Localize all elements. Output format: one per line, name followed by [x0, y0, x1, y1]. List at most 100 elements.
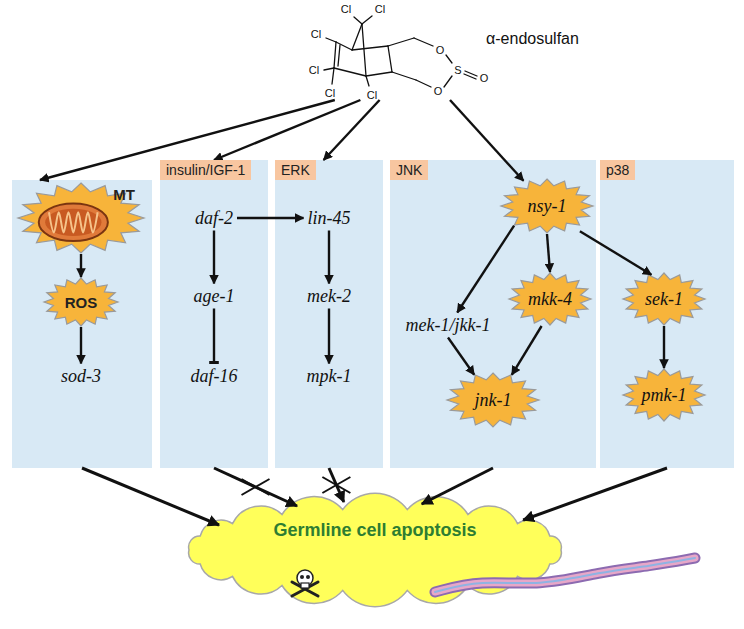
arrow-connector — [80, 327, 82, 364]
pathway-panel-shape — [12, 180, 152, 468]
gene-star-shape — [447, 373, 539, 427]
arrow-connector — [80, 254, 82, 277]
arrow-connector — [450, 100, 524, 181]
outcome-text: Germline cell apoptosis — [273, 520, 476, 541]
pathway-panel: lin-45mek-2mpk-1ERK — [275, 160, 383, 468]
inhibition-connector — [213, 309, 215, 364]
arrow-connector — [213, 231, 215, 284]
pathway-panel: daf-2 age-1 daf-16 insulin/IGF-1 — [160, 160, 268, 468]
gene-label: daf-2 — [191, 206, 237, 231]
gene-star-shape — [501, 179, 593, 233]
arrow-connector — [214, 100, 360, 160]
arrow-connector — [214, 468, 297, 506]
outcome-cloud: Germline cell apoptosis — [180, 500, 570, 600]
gene-name: pmk-1 — [642, 385, 687, 406]
burst-shape — [501, 179, 593, 233]
compound-name: α-endosulfan — [486, 30, 579, 48]
arrow-connector — [523, 468, 667, 520]
mitochondrion-matrix — [45, 209, 101, 236]
atom-label: Cl — [309, 65, 319, 76]
mitochondria-node: MT — [17, 182, 145, 254]
panel-fill — [160, 160, 268, 468]
arrow-connector — [422, 468, 493, 504]
panel-fill — [12, 180, 152, 468]
gene-label: sod-3 — [57, 364, 105, 389]
gene-name: mek-2 — [307, 286, 351, 307]
atom-label: S — [454, 65, 461, 76]
gene-name: mpk-1 — [307, 366, 352, 387]
gene-label: mek-1/jkk-1 — [402, 313, 495, 338]
gene-name: mkk-4 — [528, 289, 572, 310]
atom-label: Cl — [341, 4, 351, 15]
arrow-connector — [82, 468, 219, 525]
atom-label: Cl — [325, 88, 335, 99]
gene-star-shape — [44, 278, 118, 326]
gene-star: sek-1 — [622, 272, 706, 326]
arrow-connector — [324, 100, 380, 160]
arrow-connector — [237, 217, 304, 219]
gene-name: mek-1/jkk-1 — [406, 315, 491, 336]
blocked-cross — [322, 477, 350, 493]
gene-star-shape — [623, 369, 705, 421]
gene-name: age-1 — [194, 286, 235, 307]
gene-star: nsy-1 — [500, 178, 594, 234]
gene-name: daf-2 — [195, 208, 233, 229]
arrow-connector — [663, 326, 665, 368]
organelle-name: MT — [113, 186, 135, 203]
pathway-header: p38 — [600, 160, 635, 180]
atom-label: O — [434, 86, 443, 97]
gene-star-shape — [623, 273, 705, 325]
skull-icon — [292, 570, 318, 596]
worm-illustration — [435, 558, 695, 592]
panel-fill — [600, 160, 734, 468]
pathway-panel: MT ROS sod-3 — [12, 180, 152, 468]
pathway-panel: sek-1 pmk-1 p38 — [600, 160, 734, 468]
pathway-panel-shape — [160, 160, 268, 468]
mitochondrion — [39, 204, 108, 241]
gene-label: mek-2 — [303, 284, 355, 309]
gene-name: sek-1 — [645, 289, 683, 310]
arrow-connector — [328, 231, 330, 284]
gene-star: jnk-1 — [446, 372, 540, 428]
atom-label: Cl — [367, 90, 377, 101]
cristae — [49, 212, 98, 232]
compound-node: α-endosulfan — [290, 0, 610, 100]
outcome-cloud-shape — [189, 493, 695, 606]
burst-shape — [623, 273, 705, 325]
pathway-panel-shape — [275, 160, 383, 468]
atom-label: O — [436, 45, 445, 56]
arrow-connector — [328, 309, 330, 364]
gene-star: pmk-1 — [622, 368, 706, 422]
burst-shape — [623, 369, 705, 421]
gene-star: mkk-4 — [508, 272, 592, 326]
mitochondria-node-shape — [18, 183, 144, 253]
arrow-connector — [547, 234, 550, 272]
gene-name: daf-16 — [191, 366, 238, 387]
gene-name: ROS — [65, 294, 98, 311]
burst-shape — [44, 278, 118, 326]
cloud-shape — [189, 493, 562, 606]
pathway-header: JNK — [390, 160, 428, 180]
gene-label: age-1 — [190, 284, 239, 309]
burst-shape — [18, 183, 144, 253]
arrow-connector — [512, 326, 542, 375]
arrow-connector — [457, 226, 514, 313]
gene-name: sod-3 — [61, 366, 101, 387]
arrow-connector — [448, 338, 474, 375]
pathway-header: ERK — [275, 160, 316, 180]
pathway-header: insulin/IGF-1 — [160, 160, 251, 180]
gene-star-shape — [509, 273, 591, 325]
atom-label: Cl — [375, 4, 385, 15]
pathway-panel-shape — [600, 160, 734, 468]
pathway-panel: nsy-1 mek-1/jkk-1 mkk-4 jnk-1 JNK — [390, 160, 596, 468]
gene-name: nsy-1 — [528, 196, 567, 217]
gene-star: ROS — [43, 277, 119, 327]
blocked-cross — [242, 479, 270, 495]
burst-shape — [509, 273, 591, 325]
gene-label: mpk-1 — [303, 364, 356, 389]
panel-fill — [275, 160, 383, 468]
atom-label: Cl — [311, 29, 321, 40]
pathway-panel-shape — [390, 160, 596, 468]
burst-shape — [447, 373, 539, 427]
arrow-connector — [40, 100, 335, 180]
